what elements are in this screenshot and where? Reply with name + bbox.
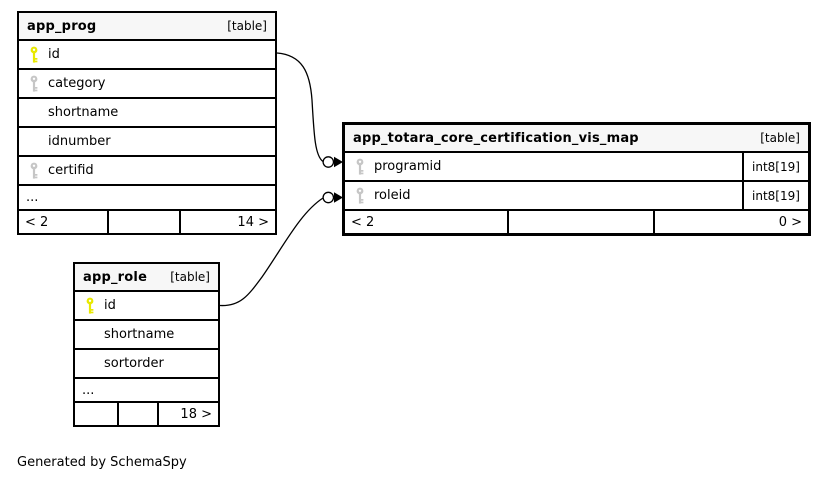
table-title[interactable]: app_role — [83, 269, 148, 285]
foreign-key-icon — [355, 187, 365, 204]
footer-parents-count: < 2 — [25, 214, 49, 230]
footer-children-count: 14 > — [179, 211, 275, 233]
footer-middle-cell — [117, 403, 157, 425]
column-name: certifid — [48, 163, 94, 178]
column-name: idnumber — [48, 134, 111, 149]
relationship-app-prog-id-to-programid — [276, 52, 343, 168]
column-name: shortname — [104, 327, 175, 342]
column-row-id: id — [19, 41, 275, 70]
column-row-id: id — [75, 292, 218, 321]
key-slot — [85, 326, 95, 343]
table-footer: 18 > — [75, 403, 218, 425]
column-name: roleid — [374, 188, 411, 203]
table-header: app_totara_core_certification_vis_map [t… — [345, 125, 808, 153]
ellipsis-label: ... — [82, 382, 95, 398]
footer-parents-count — [75, 403, 117, 425]
foreign-key-icon — [29, 75, 39, 92]
table-title[interactable]: app_totara_core_certification_vis_map — [353, 130, 639, 146]
zero-cardinality-icon — [322, 191, 335, 204]
table-app-prog[interactable]: app_prog [table] id category shortname idnu… — [17, 11, 277, 235]
column-type: int8[19] — [742, 182, 808, 209]
column-row-idnumber: idnumber — [19, 128, 275, 157]
foreign-key-icon — [29, 162, 39, 179]
table-title[interactable]: app_prog — [27, 18, 97, 34]
key-slot — [29, 104, 39, 121]
footer-parents-count: < 2 — [351, 214, 375, 230]
more-columns-row: ... — [19, 186, 275, 211]
column-row-roleid: roleid int8[19] — [345, 182, 808, 211]
foreign-key-icon — [355, 158, 365, 175]
primary-key-icon — [29, 46, 39, 63]
table-footer: < 2 14 > — [19, 211, 275, 233]
footer-children-count: 0 > — [653, 211, 808, 233]
footer-middle-cell — [107, 211, 179, 233]
column-row-shortname: shortname — [75, 321, 218, 350]
column-name: id — [48, 47, 60, 62]
column-row-shortname: shortname — [19, 99, 275, 128]
column-rows: programid int8[19] roleid int8[19] — [345, 153, 808, 211]
key-slot — [85, 355, 95, 372]
ellipsis-label: ... — [26, 190, 39, 205]
column-rows: id shortname sortorder — [75, 292, 218, 379]
column-type: int8[19] — [742, 153, 808, 180]
table-header: app_prog [table] — [19, 13, 275, 41]
column-row-sortorder: sortorder — [75, 350, 218, 379]
key-slot — [29, 133, 39, 150]
column-name: programid — [374, 159, 442, 174]
column-row-certifid: certifid — [19, 157, 275, 186]
column-name: category — [48, 76, 106, 91]
column-name: sortorder — [104, 356, 164, 371]
column-name: id — [104, 298, 116, 313]
primary-key-icon — [85, 297, 95, 314]
column-name: shortname — [48, 105, 119, 120]
footer-children-count: 18 > — [157, 403, 218, 425]
column-row-category: category — [19, 70, 275, 99]
footer-middle-cell — [507, 211, 653, 233]
table-app-role[interactable]: app_role [table] id shortname sortorder ..… — [73, 262, 220, 427]
generated-by-note: Generated by SchemaSpy — [17, 455, 187, 470]
table-type-tag: [table] — [760, 131, 800, 145]
column-row-programid: programid int8[19] — [345, 153, 808, 182]
table-type-tag: [table] — [170, 270, 210, 284]
table-type-tag: [table] — [227, 19, 267, 33]
table-footer: < 2 0 > — [345, 211, 808, 233]
column-rows: id category shortname idnumber certifid — [19, 41, 275, 186]
zero-cardinality-icon — [322, 156, 335, 168]
table-app-totara-core-certification-vis-map[interactable]: app_totara_core_certification_vis_map [t… — [342, 122, 811, 236]
table-header: app_role [table] — [75, 264, 218, 292]
more-columns-row: ... — [75, 379, 218, 403]
